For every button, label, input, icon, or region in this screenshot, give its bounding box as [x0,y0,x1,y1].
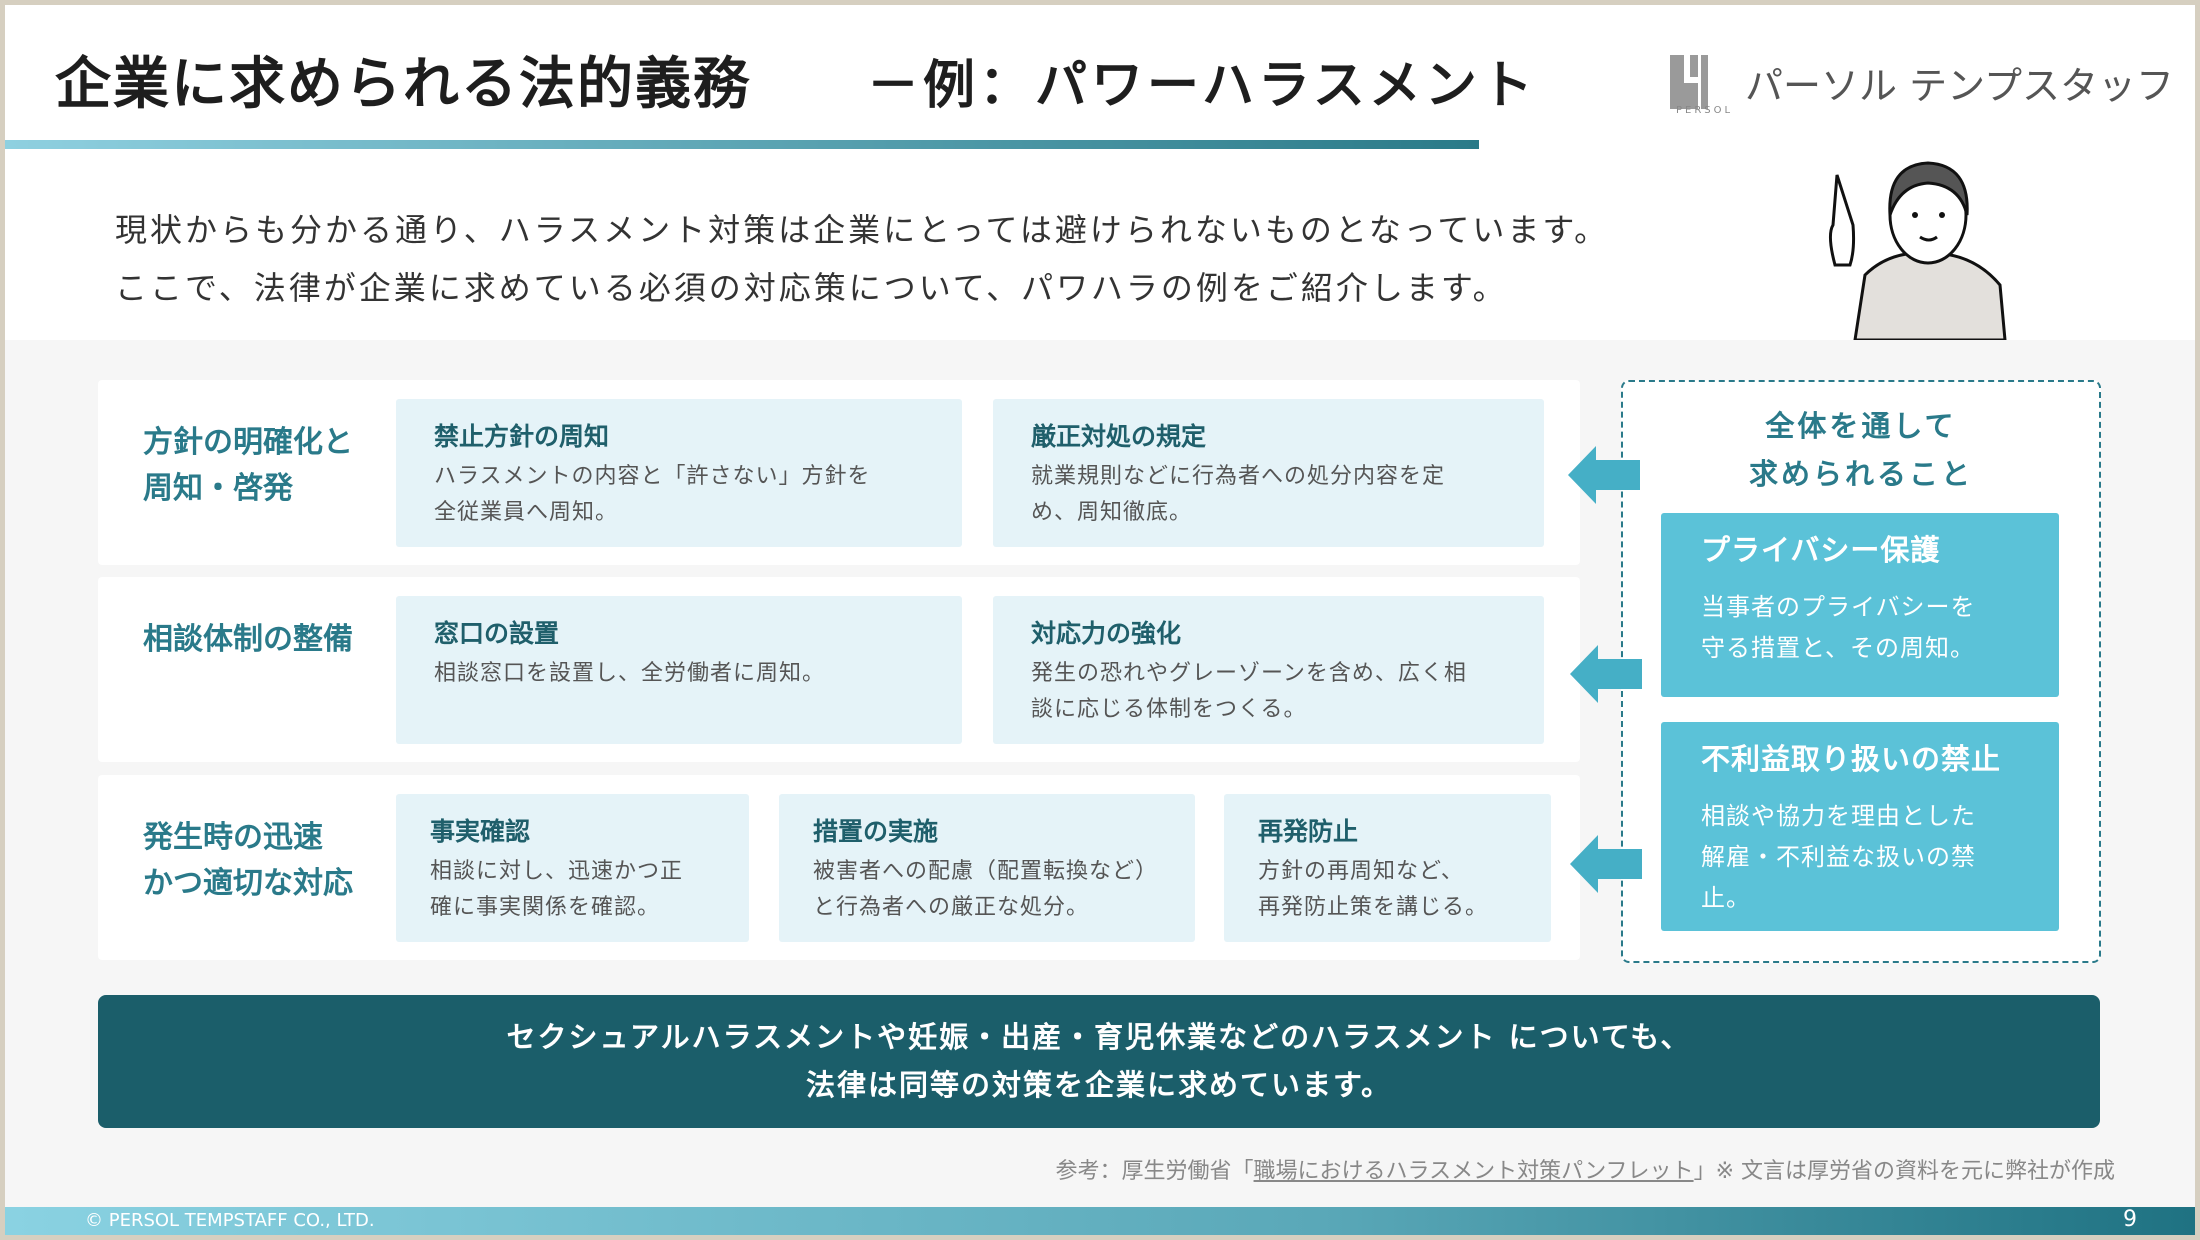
banner-line: 法律は同等の対策を企業に求めています。 [805,1068,1393,1102]
arrow-left-icon [1568,446,1640,504]
footer-bar: © PERSOL TEMPSTAFF CO., LTD. 9 [5,1207,2195,1235]
arrow-left-icon [1570,835,1642,893]
card-title: 対応力の強化 [1031,619,1182,648]
title-underline [5,140,1479,149]
card-title: 措置の実施 [813,817,939,846]
card-body: 被害者への配慮（配置転換など）と行為者への厳正な処分。 [813,859,1159,920]
row-label-line: 相談体制の整備 [143,622,353,657]
box-title: プライバシー保護 [1701,533,1941,567]
pointing-person-illustration [1828,161,2007,340]
row-label: 方針の明確化と周知・啓発 [143,420,353,512]
card-body: 発生の恐れやグレーゾーンを含め、広く相談に応じる体制をつくる。 [1031,661,1467,722]
copyright: © PERSOL TEMPSTAFF CO., LTD. [85,1210,375,1231]
intro-line-1: 現状からも分かる通り、ハラスメント対策は企業にとっては避けられないものとなってい… [115,211,1610,249]
row-response: 発生時の迅速かつ適切な対応 事実確認相談に対し、迅速かつ正確に事実関係を確認。 … [98,775,1580,960]
row-label: 相談体制の整備 [143,617,353,663]
card-title: 禁止方針の周知 [434,422,610,451]
row-consultation: 相談体制の整備 窓口の設置相談窓口を設置し、全労働者に周知。 対応力の強化発生の… [98,577,1580,762]
reference-prefix: 参考：厚生労働省「 [1055,1159,1254,1184]
page-title: 企業に求められる法的義務 [55,52,751,117]
card-prohibition-policy: 禁止方針の周知ハラスメントの内容と「許さない」方針を全従業員へ周知。 [396,399,962,547]
card-title: 事実確認 [430,817,531,846]
card-body: 方針の再周知など、再発防止策を講じる。 [1258,859,1489,920]
page-subtitle: －例：パワーハラスメント [867,56,1537,116]
logo-wordmark: PERSOL [1676,105,1734,116]
card-strict-action: 厳正対処の規定就業規則などに行為者への処分内容を定め、周知徹底。 [993,399,1544,547]
persol-logo: PERSOL パーソル テンプスタッフ [1670,55,2174,125]
box-title: 不利益取り扱いの禁止 [1701,742,2002,776]
row-label-line: かつ適切な対応 [143,866,353,901]
persol-logo-icon [1670,55,1708,109]
panel-title: 全体を通して求められること [1623,402,2099,498]
card-counter-setup: 窓口の設置相談窓口を設置し、全労働者に周知。 [396,596,962,744]
card-body: 相談窓口を設置し、全労働者に周知。 [434,661,826,686]
card-body: ハラスメントの内容と「許さない」方針を全従業員へ周知。 [434,464,871,525]
page-number: 9 [2123,1207,2137,1232]
row-label-line: 方針の明確化と [143,425,353,460]
privacy-box: プライバシー保護当事者のプライバシーを守る措置と、その周知。 [1661,513,2059,697]
overall-requirements-panel: 全体を通して求められること プライバシー保護当事者のプライバシーを守る措置と、そ… [1621,380,2101,963]
card-fact-check: 事実確認相談に対し、迅速かつ正確に事実関係を確認。 [396,794,749,942]
card-title: 再発防止 [1258,817,1359,846]
header-area [5,5,2195,340]
row-label-line: 発生時の迅速 [143,820,323,855]
row-policy: 方針の明確化と周知・啓発 禁止方針の周知ハラスメントの内容と「許さない」方針を全… [98,380,1580,565]
reference-suffix: 」※ 文言は厚労省の資料を元に弊社が作成 [1693,1159,2115,1184]
card-body: 就業規則などに行為者への処分内容を定め、周知徹底。 [1031,464,1446,525]
card-title: 窓口の設置 [434,619,560,648]
row-label-line: 周知・啓発 [143,471,293,506]
card-prevention: 再発防止方針の再周知など、再発防止策を講じる。 [1224,794,1551,942]
summary-banner: セクシュアルハラスメントや妊娠・出産・育児休業などのハラスメント についても、法… [98,995,2100,1128]
card-title: 厳正対処の規定 [1031,422,1207,451]
arrow-left-icon [1570,645,1642,703]
reference-note: 参考：厚生労働省「職場におけるハラスメント対策パンフレット」※ 文言は厚労省の資… [1056,1153,2115,1185]
card-measures: 措置の実施被害者への配慮（配置転換など）と行為者への厳正な処分。 [779,794,1195,942]
card-capability: 対応力の強化発生の恐れやグレーゾーンを含め、広く相談に応じる体制をつくる。 [993,596,1544,744]
slide: 企業に求められる法的義務 －例：パワーハラスメント PERSOL パーソル テン… [5,5,2195,1235]
row-label: 発生時の迅速かつ適切な対応 [143,815,353,907]
banner-line: セクシュアルハラスメントや妊娠・出産・育児休業などのハラスメント についても、 [506,1020,1692,1054]
no-disadvantage-box: 不利益取り扱いの禁止相談や協力を理由とした解雇・不利益な扱いの禁止。 [1661,722,2059,931]
box-body: 相談や協力を理由とした解雇・不利益な扱いの禁止。 [1701,802,1976,912]
reference-link[interactable]: 職場におけるハラスメント対策パンフレット [1253,1159,1694,1184]
panel-title-line: 求められること [1748,457,1973,491]
card-body: 相談に対し、迅速かつ正確に事実関係を確認。 [430,859,684,920]
intro-line-2: ここで、法律が企業に求めている必須の対応策について、パワハラの例をご紹介します。 [115,269,1508,307]
panel-title-line: 全体を通して [1765,409,1957,443]
box-body: 当事者のプライバシーを守る措置と、その周知。 [1701,593,1976,662]
company-name: パーソル テンプスタッフ [1745,64,2174,108]
